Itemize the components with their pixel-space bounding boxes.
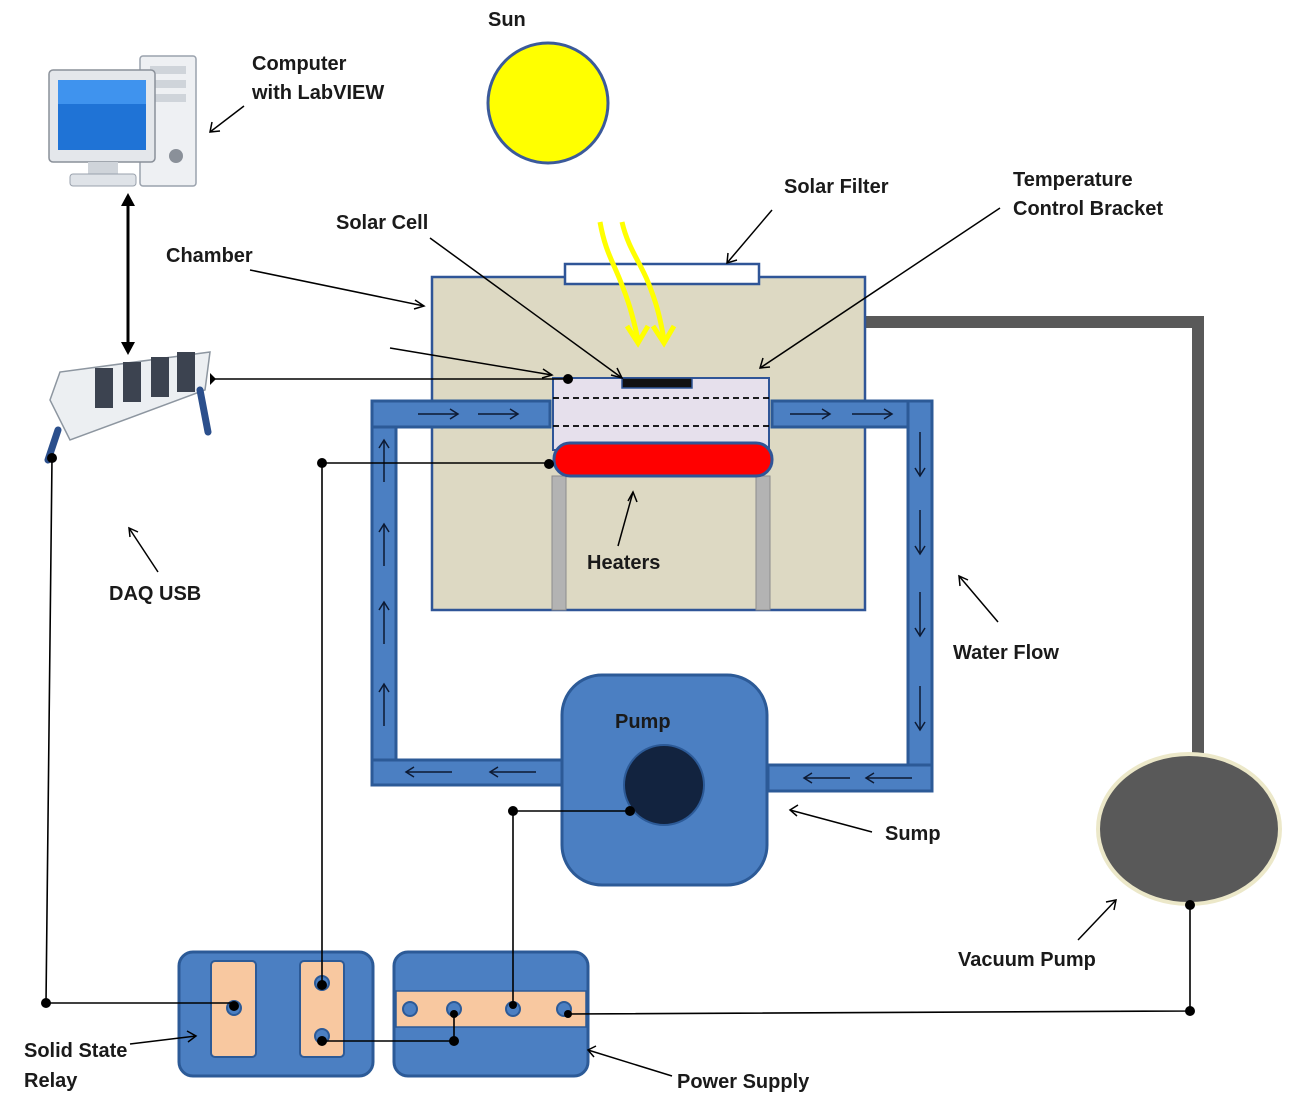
label-sun: Sun bbox=[488, 9, 526, 31]
label-chamber: Chamber bbox=[166, 245, 253, 267]
label-vacuum-pump: Vacuum Pump bbox=[958, 949, 1096, 971]
label-heaters: Heaters bbox=[587, 552, 660, 574]
label-solar-cell: Solar Cell bbox=[336, 212, 428, 234]
vacuum-pump-shape bbox=[1096, 752, 1282, 906]
desktop-computer-icon bbox=[48, 55, 197, 187]
label-computer-line1: Computer bbox=[252, 53, 347, 75]
power-supply-shape bbox=[392, 950, 590, 1078]
label-power-supply: Power Supply bbox=[677, 1071, 810, 1093]
wire-junction-dots bbox=[41, 373, 1195, 1046]
light-rays bbox=[597, 221, 677, 348]
temperature-control-bracket-shape bbox=[552, 377, 770, 451]
solid-state-relay-shape bbox=[177, 950, 375, 1078]
label-sump: Sump bbox=[885, 823, 941, 845]
daq-usb-device-icon bbox=[44, 351, 212, 464]
label-temperature-line1: Temperature bbox=[1013, 169, 1133, 191]
label-computer-line2: with LabVIEW bbox=[251, 82, 384, 104]
label-solar-filter: Solar Filter bbox=[784, 176, 889, 198]
sun-shape bbox=[486, 41, 610, 165]
label-temperature-line2: Control Bracket bbox=[1013, 198, 1163, 220]
label-pump: Pump bbox=[615, 711, 671, 733]
label-solid-state-line2: Relay bbox=[24, 1070, 78, 1092]
vacuum-line bbox=[866, 316, 1204, 760]
label-solid-state-line1: Solid State bbox=[24, 1040, 127, 1062]
label-pointer-arrows bbox=[128, 105, 1117, 1077]
solar-filter-shape bbox=[563, 262, 761, 286]
computer-daq-link-arrow bbox=[121, 193, 135, 355]
heater-shape bbox=[552, 441, 774, 478]
pump-core-shape bbox=[623, 744, 705, 826]
label-water-flow: Water Flow bbox=[953, 642, 1059, 664]
label-daq-usb: DAQ USB bbox=[109, 583, 201, 605]
water-flow-arrows bbox=[378, 408, 926, 784]
solar-cell-shape bbox=[621, 377, 693, 389]
